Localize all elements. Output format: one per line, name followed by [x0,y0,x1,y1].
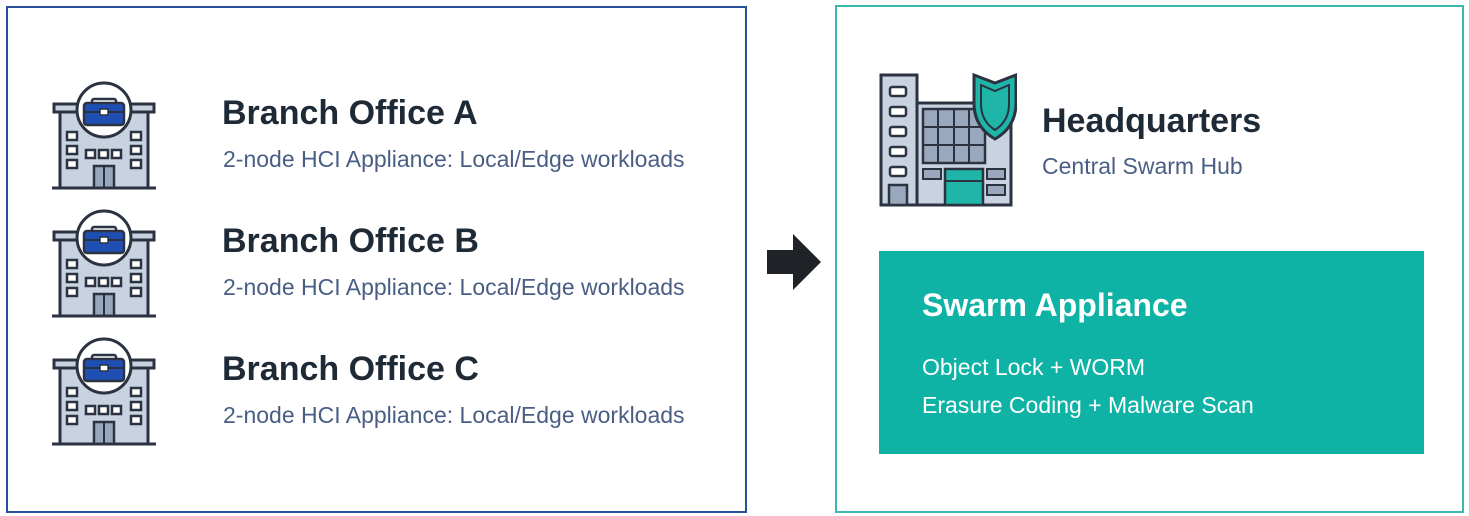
branch-title: Branch Office C [222,350,479,388]
headquarters-panel: Headquarters Central Swarm Hub Swarm App… [835,5,1464,513]
branch-offices-panel: Branch Office A 2-node HCI Appliance: Lo… [6,6,747,513]
branch-title: Branch Office B [222,222,479,260]
branch-office-b: Branch Office B 2-node HCI Appliance: Lo… [50,208,740,318]
branch-office-building-icon [50,80,158,190]
swarm-appliance-box: Swarm Appliance Object Lock + WORM Erasu… [879,251,1424,454]
branch-office-building-icon [50,208,158,318]
headquarters-subtitle: Central Swarm Hub [1042,153,1243,179]
branch-office-building-icon [50,336,158,446]
appliance-title: Swarm Appliance [922,287,1188,323]
headquarters-title: Headquarters [1042,102,1262,140]
branch-subtitle: 2-node HCI Appliance: Local/Edge workloa… [223,274,685,300]
branch-office-c: Branch Office C 2-node HCI Appliance: Lo… [50,336,740,446]
branch-title: Branch Office A [222,94,478,132]
headquarters-building-shield-icon [879,72,1017,207]
appliance-feature: Object Lock + WORM [922,354,1146,380]
branch-subtitle: 2-node HCI Appliance: Local/Edge workloa… [223,402,685,428]
branch-subtitle: 2-node HCI Appliance: Local/Edge workloa… [223,146,685,172]
arrow-right-icon [767,234,821,290]
appliance-feature: Erasure Coding + Malware Scan [922,392,1254,418]
branch-office-a: Branch Office A 2-node HCI Appliance: Lo… [50,80,740,190]
